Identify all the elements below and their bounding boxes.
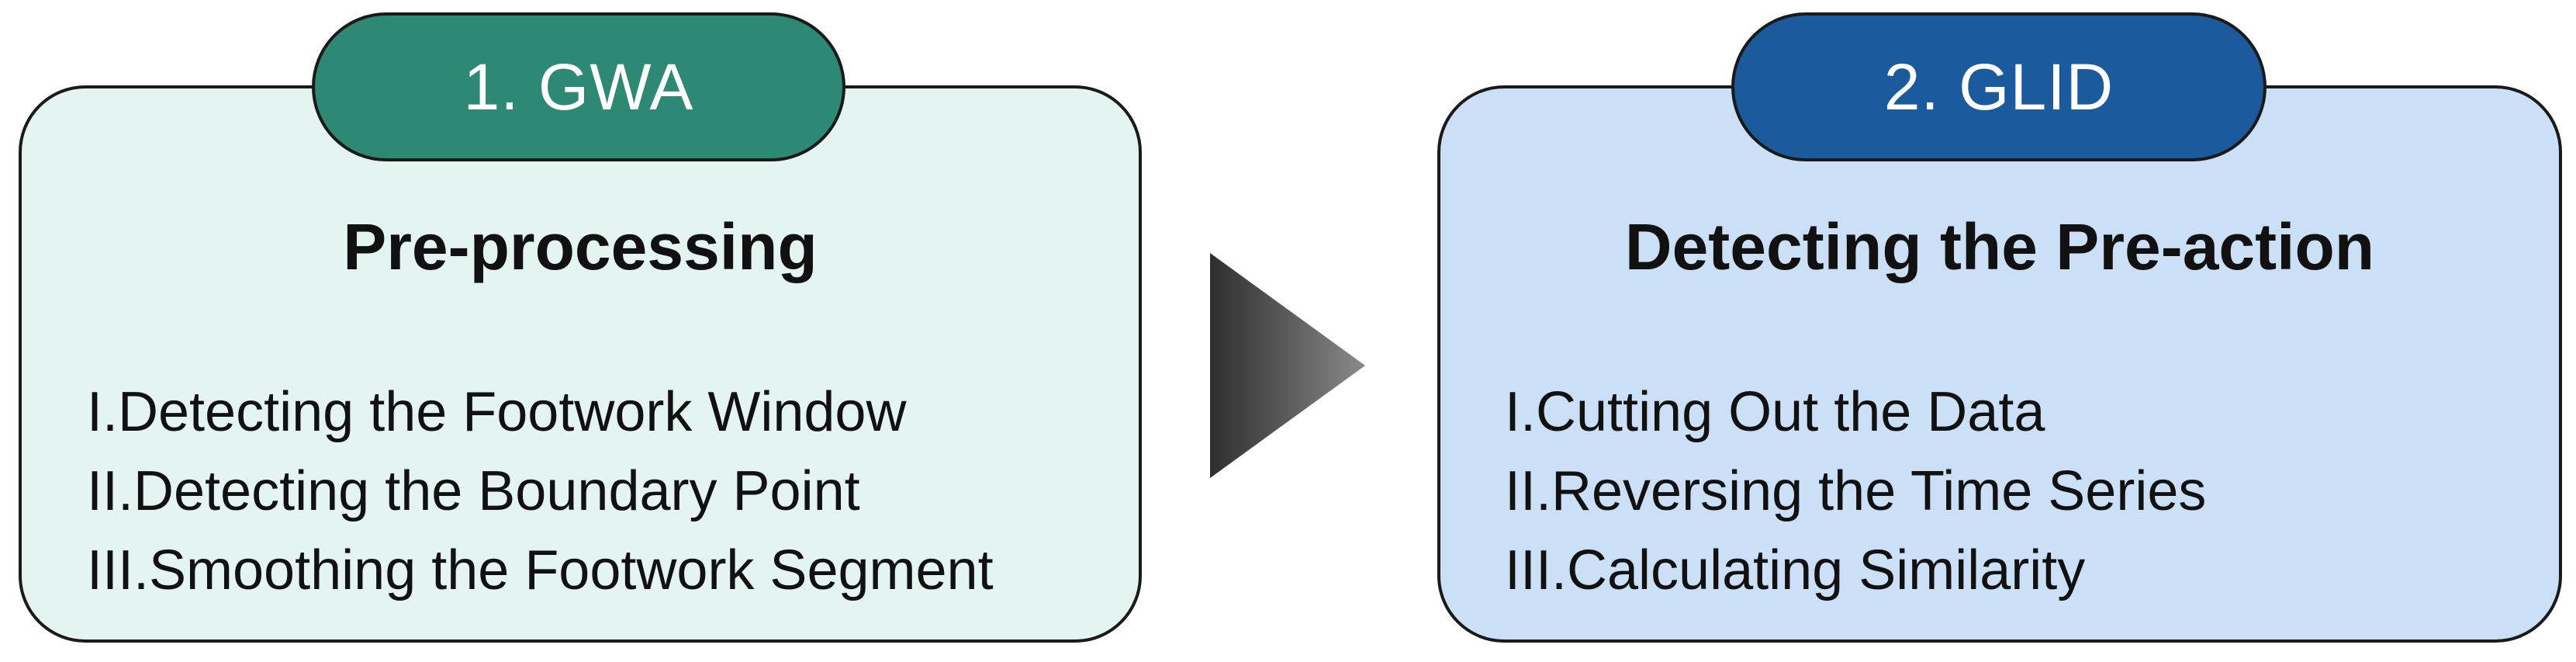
stage-2-tab-label: 2. GLID [1883,50,2114,123]
flow-arrow-icon [1210,253,1365,478]
step-number: II. [1505,460,1552,522]
stage-1-steps: I.Detecting the Footwork Window II.Detec… [87,373,994,610]
step-text: Cutting Out the Data [1536,381,2045,443]
step-number: I. [87,381,119,443]
stage-2-panel [1437,85,2562,643]
stage-1-step: III.Smoothing the Footwork Segment [87,531,994,610]
stage-2-heading: Detecting the Pre-action [1624,210,2375,283]
step-text: Detecting the Boundary Point [133,460,860,522]
stage-1-panel [19,85,1142,643]
stage-2-step: I.Cutting Out the Data [1505,373,2206,452]
step-text: Calculating Similarity [1567,539,2086,601]
step-text: Detecting the Footwork Window [118,381,907,443]
step-number: I. [1505,381,1537,443]
stage-1-heading: Pre-processing [343,210,818,283]
stage-2-steps: I.Cutting Out the Data II.Reversing the … [1505,373,2206,610]
stage-2-step: II.Reversing the Time Series [1505,452,2206,531]
stage-2-tab: 2. GLID [1731,12,2267,161]
stage-1-tab: 1. GWA [312,12,845,161]
step-text: Reversing the Time Series [1551,460,2207,522]
stage-1-step: I.Detecting the Footwork Window [87,373,994,452]
step-number: II. [87,460,134,522]
step-number: III. [87,539,150,601]
stage-2-step: III.Calculating Similarity [1505,531,2206,610]
step-number: III. [1505,539,1568,601]
stage-1-step: II.Detecting the Boundary Point [87,452,994,531]
step-text: Smoothing the Footwork Segment [149,539,994,601]
stage-1-tab-label: 1. GWA [463,50,694,123]
